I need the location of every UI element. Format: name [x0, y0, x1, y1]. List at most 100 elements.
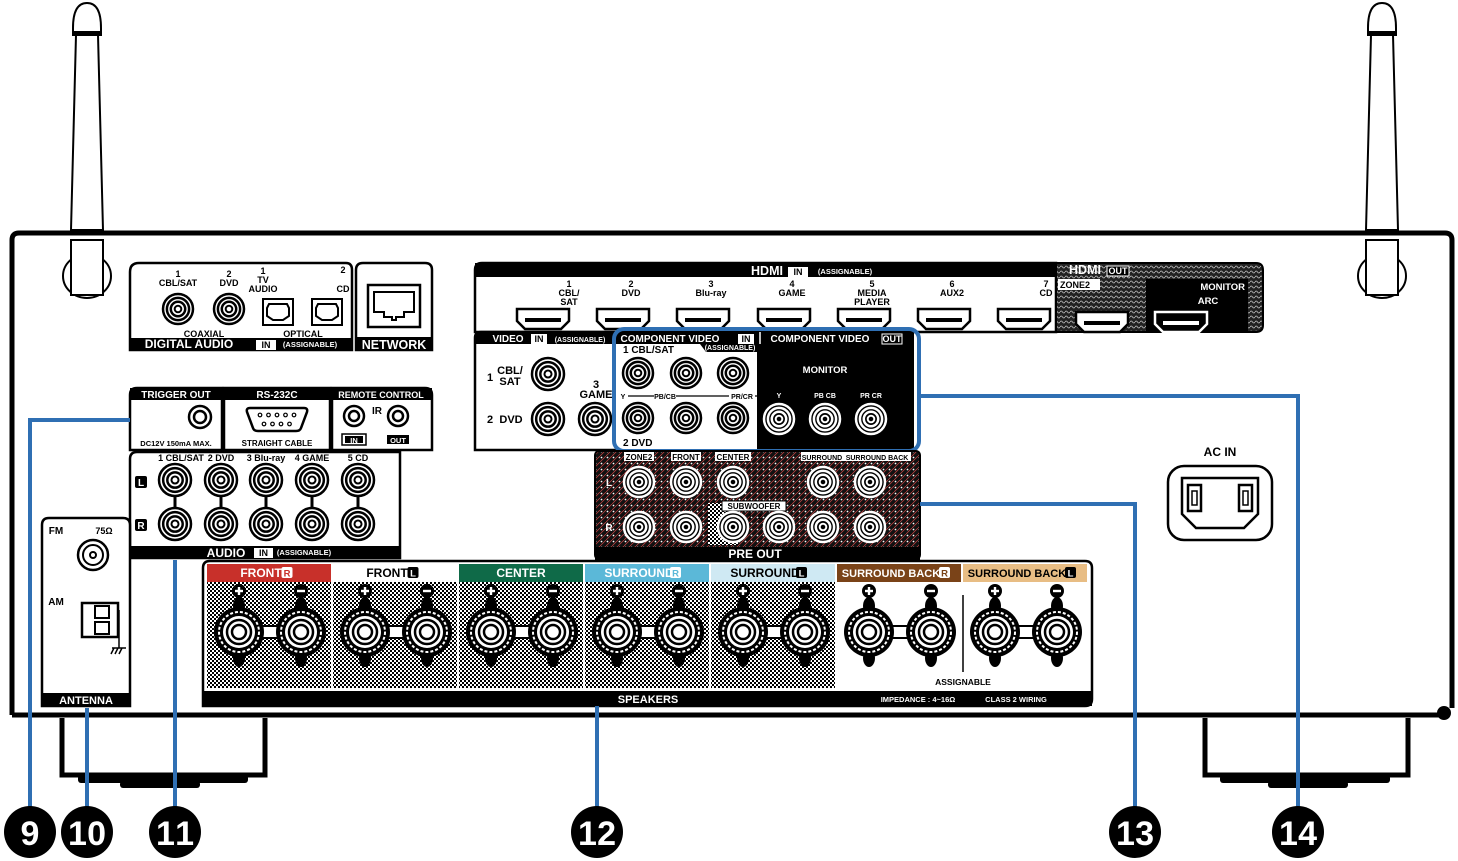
hdmi-port[interactable]: [595, 307, 651, 331]
audio-input-5[interactable]: 5 CD: [340, 453, 376, 542]
assignable-note: (ASSIGNABLE): [705, 345, 756, 352]
fm-impedance-label: 75Ω: [95, 526, 112, 536]
composite-video-jack[interactable]: [577, 401, 613, 437]
coaxial-jack[interactable]: [161, 292, 195, 326]
pre-out-surround-r-jack[interactable]: [806, 510, 840, 544]
hdmi-port[interactable]: [515, 307, 571, 331]
audio-r-jack[interactable]: [248, 506, 284, 542]
am-antenna-terminal[interactable]: [80, 601, 126, 655]
component-in-2-pb-jack[interactable]: [669, 401, 703, 435]
channel-side-badge-r: R: [135, 519, 147, 532]
audio-l-jack[interactable]: [203, 462, 239, 498]
audio-r-jack[interactable]: [294, 506, 330, 542]
hdmi-input-7[interactable]: 7CD: [996, 279, 1053, 331]
pre-out-surround-back-r-jack[interactable]: [853, 510, 887, 544]
speaker-binding-post[interactable]: [654, 597, 704, 667]
speaker-binding-post[interactable]: [592, 597, 642, 667]
hdmi-port[interactable]: [1074, 310, 1130, 334]
pre-out-surround-back-l-jack[interactable]: [853, 465, 887, 499]
pre-out-front-l-jack[interactable]: [669, 465, 703, 499]
hdmi-out-zone2[interactable]: ZONE2: [1058, 279, 1130, 334]
input-name: CBL/SAT: [159, 278, 198, 288]
audio-l-jack[interactable]: [294, 462, 330, 498]
audio-r-jack[interactable]: [203, 506, 239, 542]
pre-out-front-r-jack[interactable]: [669, 510, 703, 544]
audio-l-jack[interactable]: [340, 462, 376, 498]
optical-port[interactable]: [262, 298, 294, 326]
optical-input-2[interactable]: 2CD: [311, 265, 350, 326]
pre-out-center-label: CENTER: [717, 453, 750, 462]
callout-11: 11: [149, 560, 201, 858]
speaker-binding-post[interactable]: [780, 597, 830, 667]
coaxial-jack[interactable]: [212, 292, 246, 326]
ir-out-jack[interactable]: [386, 404, 410, 428]
component-in-1-pr-jack[interactable]: [716, 356, 750, 390]
component-in-2-pr-jack[interactable]: [716, 401, 750, 435]
component-out-pb-jack[interactable]: [808, 402, 842, 436]
audio-r-jack[interactable]: [157, 506, 193, 542]
pre-out-center-l-jack[interactable]: [716, 465, 750, 499]
audio-r-jack[interactable]: [340, 506, 376, 542]
pre-out-subwoofer-2-jack[interactable]: [762, 510, 796, 544]
trigger-out-jack[interactable]: [187, 404, 213, 430]
hdmi-port[interactable]: [675, 307, 731, 331]
hdmi-port[interactable]: [916, 307, 972, 331]
badge-text: IN: [535, 334, 544, 344]
speaker-binding-post[interactable]: [718, 597, 768, 667]
component-out-pr-jack[interactable]: [854, 402, 888, 436]
speaker-binding-post[interactable]: [1032, 597, 1082, 667]
channel-name: SURROUND: [730, 566, 800, 580]
optical-port[interactable]: [311, 298, 343, 326]
rs232c-port[interactable]: [245, 406, 309, 433]
audio-l-jack[interactable]: [157, 462, 193, 498]
ac-inlet[interactable]: [1166, 464, 1274, 542]
speaker-binding-post[interactable]: [214, 597, 264, 667]
hdmi-port[interactable]: [1153, 310, 1209, 334]
audio-l-jack[interactable]: [248, 462, 284, 498]
speaker-binding-post[interactable]: [402, 597, 452, 667]
ethernet-port[interactable]: [366, 283, 422, 329]
hdmi-port[interactable]: [836, 307, 892, 331]
speaker-binding-post[interactable]: [844, 597, 894, 667]
ir-in-jack[interactable]: [342, 404, 366, 428]
pre-out-zone2-l-jack[interactable]: [622, 465, 656, 499]
callout-number: 10: [68, 815, 106, 853]
speaker-binding-post[interactable]: [528, 597, 578, 667]
pre-out-zone2-r-jack[interactable]: [622, 510, 656, 544]
audio-input-3[interactable]: 3 Blu-ray: [247, 453, 286, 542]
speaker-binding-post[interactable]: [906, 597, 956, 667]
composite-video-jack[interactable]: [530, 401, 566, 437]
speaker-binding-post[interactable]: [276, 597, 326, 667]
speaker-binding-post[interactable]: [970, 597, 1020, 667]
component-in-2-y-jack[interactable]: [621, 401, 655, 435]
pre-out-surround-l-jack[interactable]: [806, 465, 840, 499]
audio-input-1[interactable]: 1 CBL/SAT: [157, 453, 204, 542]
pre-out-subwoofer-1-jack[interactable]: [716, 510, 750, 544]
hdmi-port[interactable]: [756, 307, 812, 331]
audio-input-4[interactable]: 4 GAME: [294, 453, 330, 542]
speaker-binding-post[interactable]: [466, 597, 516, 667]
component-out-y-jack[interactable]: [762, 402, 796, 436]
component-in-1-pb-jack[interactable]: [669, 356, 703, 390]
audio-input-2[interactable]: 2 DVD: [203, 453, 239, 542]
hdmi-port[interactable]: [996, 307, 1052, 331]
fm-antenna-jack[interactable]: [76, 538, 110, 572]
component-in-1-y-jack[interactable]: [621, 356, 655, 390]
composite-video-jack[interactable]: [530, 356, 566, 392]
speaker-binding-post[interactable]: [340, 597, 390, 667]
